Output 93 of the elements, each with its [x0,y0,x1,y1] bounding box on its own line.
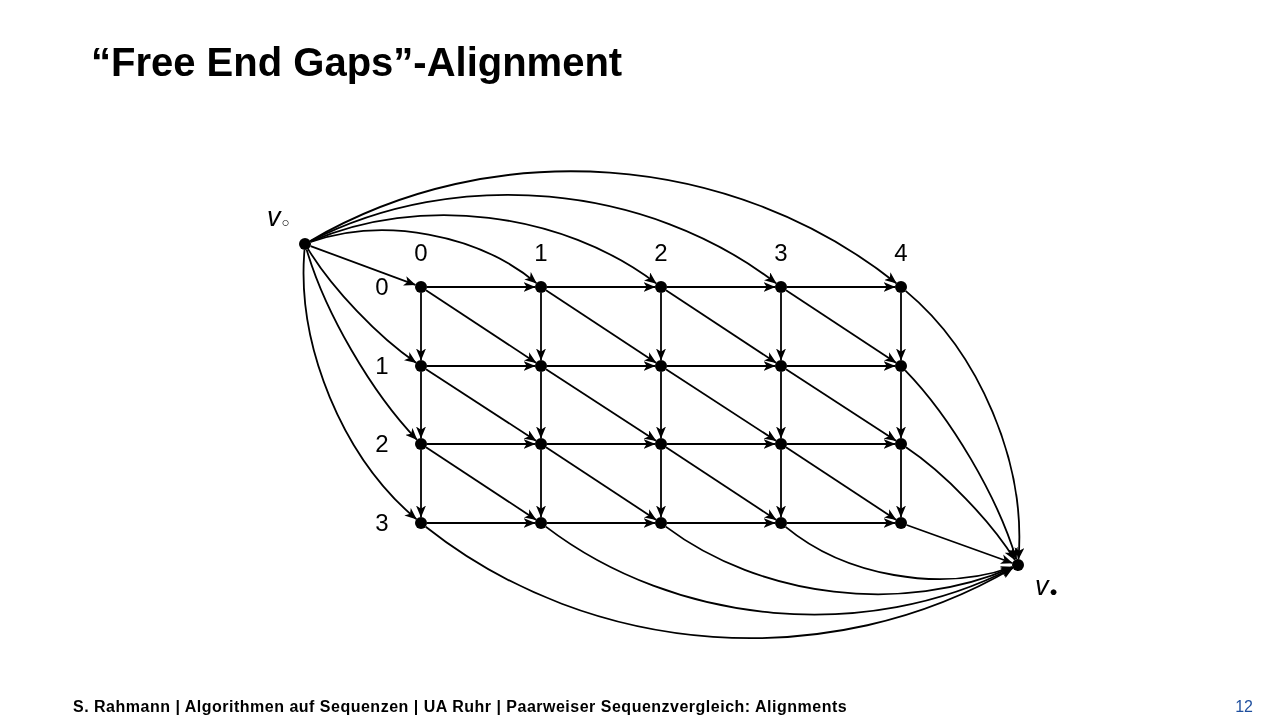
arrow [896,292,906,361]
vertex-dot [415,360,427,372]
arrow [656,371,666,439]
arrow [664,525,1014,595]
vertex-dot [895,438,907,450]
arrow [536,371,546,439]
arrow [546,518,656,528]
arrow [546,361,656,371]
vertex-dot [655,281,667,293]
arrow [896,371,906,439]
arrow [785,368,897,442]
arrow [786,361,896,371]
slide-title: “Free End Gaps”-Alignment [91,40,623,84]
page-number: 12 [1235,697,1253,717]
arrow [546,282,656,292]
vertex-dot [299,238,311,250]
arrow [425,368,537,442]
arrow [309,245,417,286]
arrow [666,439,776,449]
arrow [904,369,1018,561]
arrow [905,446,1016,561]
vertex-dot [535,281,547,293]
arrow [307,248,417,364]
vertex-dot [415,281,427,293]
arrow [776,371,786,439]
vertex-dot [895,281,907,293]
arrow [656,449,666,518]
arrow [536,449,546,518]
arrow [665,446,777,521]
vertex-dot [655,438,667,450]
arrow [544,525,1014,616]
vertex-dot [775,360,787,372]
arrow [904,289,1024,560]
arrow [666,282,776,292]
arrow [425,446,537,521]
arrow [905,524,1014,564]
vertex-dot [535,438,547,450]
arrow [785,289,897,364]
column-number: 2 [654,241,668,265]
arrow [665,368,777,442]
arrow [786,439,896,449]
arrow [665,289,777,364]
arrow [416,371,426,439]
arrow [309,229,538,285]
row-number: 2 [375,432,389,456]
arrow [426,439,536,449]
arrow [545,368,657,442]
column-number: 0 [414,241,428,265]
arrow [786,282,896,292]
vertex-dot [895,360,907,372]
arrow [425,289,537,364]
arrow [426,518,536,528]
row-number: 1 [375,354,389,378]
arrow [309,193,778,285]
arrow [309,214,658,285]
vertex-dot [415,517,427,529]
vertex-dot [535,517,547,529]
arrow [546,439,656,449]
vertex-dot [415,438,427,450]
vertex-dot [535,360,547,372]
arrow [426,361,536,371]
arrow [426,282,536,292]
arrow [776,449,786,518]
arrow [666,361,776,371]
arrow [302,249,418,521]
arrow [785,446,897,521]
arrow [545,446,657,521]
row-number: 3 [375,511,389,535]
footer-text: S. Rahmann | Algorithmen auf Sequenzen | UA Ruhr | Paarweiser Sequenzvergleich: Alignments [73,697,848,717]
arrow [424,525,1014,639]
vertex-dot [775,438,787,450]
arrow [666,518,776,528]
arrow [305,248,418,441]
arrow [416,449,426,518]
vertex-dot [775,281,787,293]
row-number: 0 [375,275,389,299]
arrow [536,292,546,361]
arrow [776,292,786,361]
arrow [309,170,898,285]
column-number: 3 [774,241,788,265]
arrow [784,525,1014,580]
vertex-dot [655,360,667,372]
vertex-dot [1012,559,1024,571]
vertex-dot [895,517,907,529]
vertex-dot [655,517,667,529]
arrow [896,449,906,518]
vertex-dot [775,517,787,529]
arrow [416,292,426,361]
arrow [545,289,657,364]
arrow [656,292,666,361]
column-number: 4 [894,241,908,265]
arrow [786,518,896,528]
column-number: 1 [534,241,548,265]
